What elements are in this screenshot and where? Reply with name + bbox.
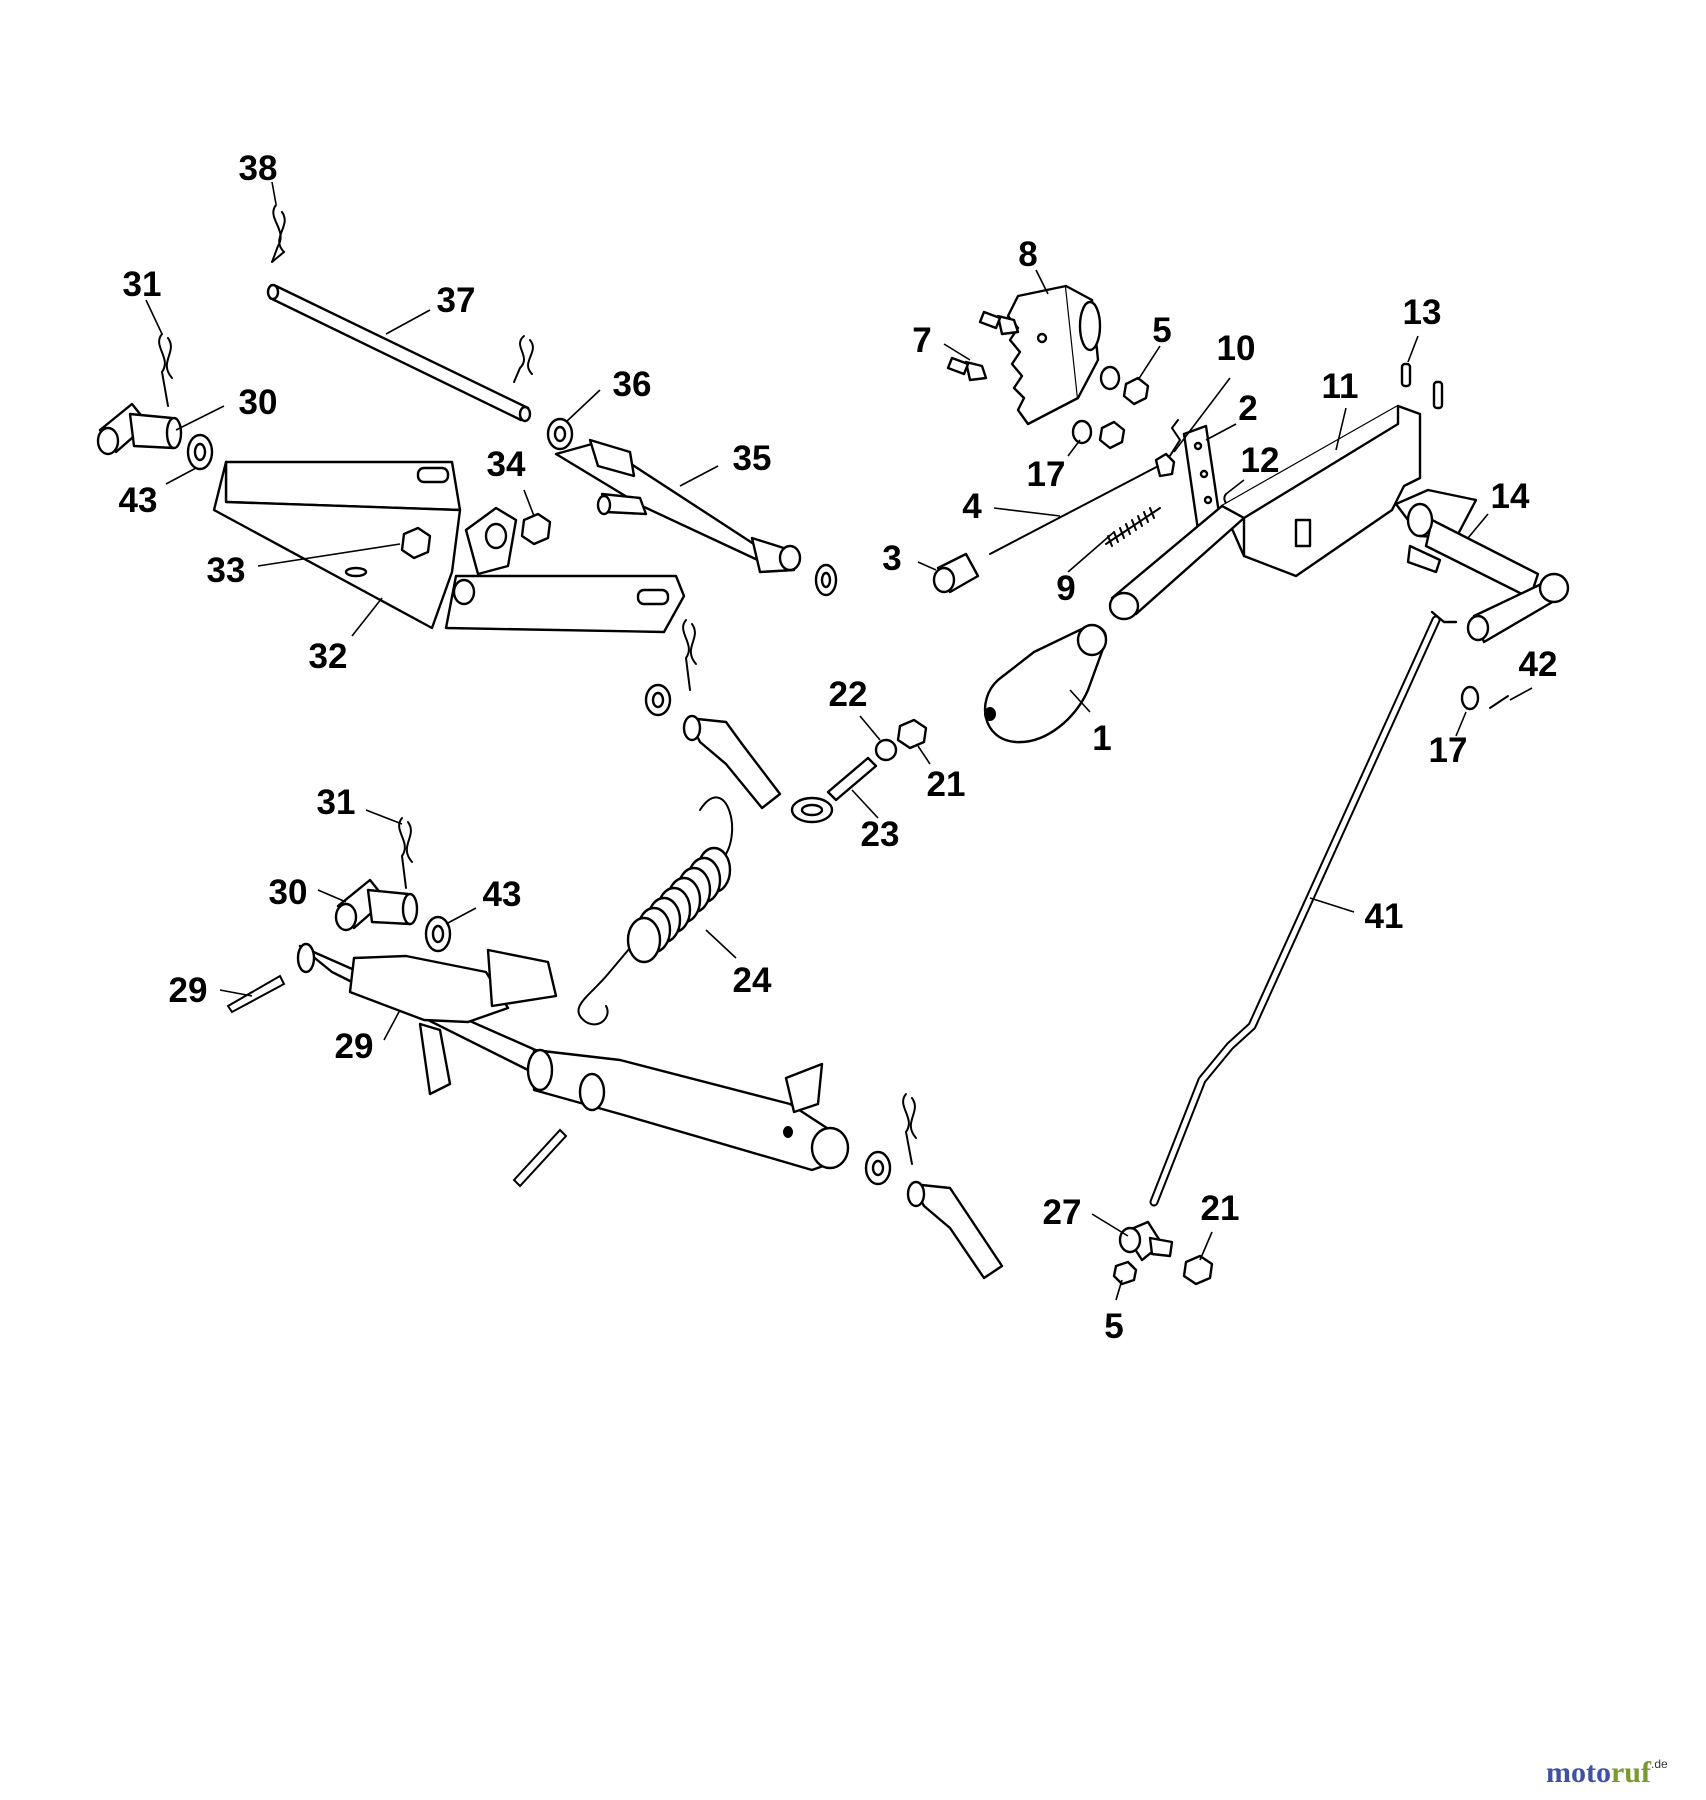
callout-5b: 5 [1104, 1307, 1123, 1346]
part-29-cotter-b [512, 1128, 568, 1188]
callout-17: 17 [1027, 455, 1066, 494]
part-17b-washer [1460, 685, 1480, 711]
part-30b-pin [334, 878, 419, 932]
callout-29b: 29 [335, 1027, 374, 1066]
part-31b-hairpin [398, 817, 413, 889]
part-hairpin-bottom [902, 1093, 917, 1165]
part-21b-nut [1182, 1254, 1214, 1286]
part-washer-mid [644, 683, 672, 717]
part-washer-bottom [864, 1150, 892, 1186]
callout-labels: 38 31 37 30 43 36 34 35 33 32 8 7 5 17 4… [119, 149, 1558, 1346]
callout-23: 23 [861, 815, 900, 854]
part-5b-nut [1112, 1260, 1138, 1286]
part-37-rod [266, 283, 532, 423]
brand-part-2: ruf [1611, 1756, 1652, 1789]
part-9-spring [1105, 507, 1161, 547]
part-4-wire [989, 419, 1182, 555]
part-41-rod [1149, 610, 1458, 1207]
callout-27: 27 [1043, 1193, 1082, 1232]
part-29-cotter-a [226, 974, 286, 1014]
part-hairpin-rod-end [513, 335, 534, 383]
part-21-nut [896, 718, 928, 750]
callout-34: 34 [487, 445, 526, 484]
callout-1: 1 [1092, 719, 1111, 758]
callout-10: 10 [1217, 329, 1256, 368]
callout-2: 2 [1238, 389, 1257, 428]
callout-43: 43 [119, 481, 158, 520]
callout-36: 36 [613, 365, 652, 404]
callout-5: 5 [1152, 311, 1171, 350]
part-42-pin [1489, 695, 1509, 709]
callout-21: 21 [927, 765, 966, 804]
callout-3: 3 [882, 539, 901, 578]
part-30-pin [96, 402, 183, 456]
callout-30: 30 [239, 383, 278, 422]
part-22-washer [874, 738, 898, 762]
part-34-nut [520, 512, 552, 546]
part-33-nut [400, 526, 432, 560]
part-27-swivel [1118, 1220, 1174, 1262]
leader-lines [145, 181, 1533, 1301]
part-32-bracket [212, 460, 686, 634]
callout-9: 9 [1056, 569, 1075, 608]
part-washer-8a [1099, 365, 1121, 391]
part-13-pin-b [1432, 380, 1444, 410]
part-8-quadrant [1006, 284, 1102, 426]
part-11-lever [1108, 404, 1422, 621]
part-7-bolt-a [978, 310, 1020, 336]
part-24-spring [577, 796, 734, 1026]
callout-8: 8 [1018, 235, 1037, 274]
part-31-hairpin [158, 333, 173, 407]
callout-22: 22 [829, 675, 868, 714]
part-43-washer [186, 433, 214, 471]
brand-suffix: .de [1651, 1757, 1668, 1771]
callout-29: 29 [169, 971, 208, 1010]
part-10-bolt [1154, 452, 1176, 478]
callout-14: 14 [1491, 477, 1530, 516]
part-23-eyebolt [790, 756, 878, 824]
callout-4: 4 [962, 487, 982, 526]
part-35-arm [554, 438, 802, 574]
part-bent-pin-bottom [906, 1180, 1004, 1280]
callout-31: 31 [123, 265, 162, 304]
part-bent-pin-mid [682, 714, 782, 810]
callout-37: 37 [437, 281, 476, 320]
part-17-washer [1071, 419, 1093, 445]
brand-part-1: moto [1546, 1756, 1611, 1789]
part-36-washer [546, 417, 574, 451]
motoruf-logo: motoruf.de [1546, 1756, 1668, 1789]
callout-21b: 21 [1201, 1189, 1240, 1228]
part-7-bolt-b [946, 356, 988, 382]
callout-38: 38 [239, 149, 278, 188]
part-5-nut [1122, 376, 1150, 406]
callout-31b: 31 [317, 783, 356, 822]
part-29-pedal-shaft [296, 942, 850, 1172]
part-14-crank [1394, 488, 1570, 644]
part-nut-8b [1098, 420, 1126, 450]
callout-24: 24 [733, 961, 772, 1000]
part-1-knob [983, 623, 1108, 744]
callout-41: 41 [1365, 897, 1404, 936]
part-43b-washer [424, 915, 452, 953]
callout-7: 7 [912, 321, 931, 360]
callout-13: 13 [1403, 293, 1442, 332]
callout-30b: 30 [269, 873, 308, 912]
callout-42: 42 [1519, 645, 1558, 684]
part-13-pin-a [1400, 362, 1412, 388]
callout-11: 11 [1322, 367, 1359, 406]
part-38-hairpin [271, 204, 286, 263]
callout-35: 35 [733, 439, 772, 478]
callout-33: 33 [207, 551, 246, 590]
callout-32: 32 [309, 637, 348, 676]
callout-17b: 17 [1429, 731, 1468, 770]
part-hairpin-mid [682, 619, 697, 691]
callout-12: 12 [1241, 441, 1280, 480]
svg-text:motoruf.de: motoruf.de [1546, 1756, 1668, 1789]
callout-43b: 43 [483, 875, 522, 914]
part-3-pin [932, 552, 980, 594]
part-35-washer [814, 563, 838, 597]
